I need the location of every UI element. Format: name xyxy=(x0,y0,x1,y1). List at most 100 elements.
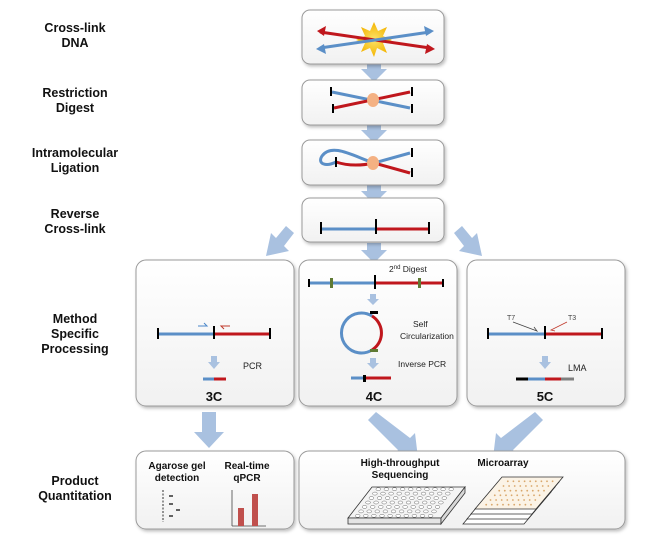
qpcr-bar-icon xyxy=(231,490,266,527)
array-spot xyxy=(510,494,513,497)
plate-well xyxy=(432,487,438,491)
plate-well xyxy=(389,500,395,505)
plate-well xyxy=(380,491,386,496)
array-spot xyxy=(547,485,550,487)
diagonal-arrow-4c xyxy=(368,412,418,458)
plate-well xyxy=(404,491,410,496)
array-spot xyxy=(516,494,519,497)
plate-well xyxy=(370,505,376,509)
array-spot xyxy=(529,480,532,483)
plate-well xyxy=(448,487,454,491)
plate-well xyxy=(423,509,429,514)
plate-well xyxy=(373,500,379,505)
plate-well xyxy=(355,514,361,518)
plate-well xyxy=(433,496,439,500)
step-label-reverse-cross-link: Reverse Cross-link xyxy=(0,207,150,237)
step-label-line: Processing xyxy=(41,342,109,356)
lma-label: LMA xyxy=(568,363,587,373)
plate-well xyxy=(366,509,372,514)
array-spot xyxy=(540,480,543,483)
plate-well xyxy=(445,491,451,496)
flow-arrows xyxy=(194,61,543,458)
array-spot xyxy=(520,489,523,492)
plate-well xyxy=(412,491,418,496)
array-spot xyxy=(512,499,514,501)
detection-label: detection xyxy=(155,473,199,484)
quant-box-4c-5c: High-throughput Sequencing Microarray xyxy=(298,450,626,530)
plate-well xyxy=(415,509,421,514)
plate-well xyxy=(428,514,434,518)
plate-well xyxy=(424,487,430,491)
microarray-slides-icon xyxy=(462,476,564,525)
array-spot xyxy=(518,480,520,483)
array-spot xyxy=(503,489,506,492)
plate-well xyxy=(395,514,401,518)
self-label: Self xyxy=(413,319,428,329)
array-spot xyxy=(546,480,548,483)
plate-well xyxy=(363,514,369,518)
step-label-line: Ligation xyxy=(50,161,100,175)
array-spot xyxy=(530,503,532,506)
diagonal-arrow-5c xyxy=(493,412,543,458)
step-label-line: Reverse xyxy=(50,207,100,221)
array-spot xyxy=(525,485,527,487)
reverse-cross-link-box xyxy=(301,197,445,243)
plate-well xyxy=(372,491,378,496)
step-label-line: Cross-link xyxy=(44,21,106,35)
plate-well xyxy=(365,500,371,505)
plate-well xyxy=(437,491,443,496)
array-spot xyxy=(517,499,520,501)
array-spot xyxy=(531,489,534,492)
array-spot xyxy=(551,480,554,483)
well-plate-icon xyxy=(347,485,466,526)
plate-well xyxy=(425,496,431,500)
circularization-label: Circularization xyxy=(400,331,454,341)
array-spot xyxy=(495,499,497,501)
step-label-line: Intramolecular xyxy=(31,146,119,160)
step-label-cross-link-dna: Cross-link DNA xyxy=(0,21,150,51)
array-spot xyxy=(534,499,537,501)
array-spot xyxy=(513,485,516,487)
array-spot xyxy=(500,499,503,501)
step-label-line: Product xyxy=(51,474,99,488)
step-label-line: Restriction xyxy=(42,86,108,100)
plate-well xyxy=(358,509,364,514)
array-spot xyxy=(502,503,504,506)
plate-well xyxy=(438,500,444,505)
plate-well xyxy=(407,509,413,514)
cross-link-box xyxy=(301,9,445,65)
panel-title-5c: 5C xyxy=(537,389,554,404)
array-spot xyxy=(515,489,517,492)
plate-well xyxy=(414,500,420,505)
array-spot xyxy=(523,480,526,483)
second-digest-label: 2nd Digest xyxy=(389,264,428,274)
plate-well xyxy=(399,509,405,514)
array-spot xyxy=(502,485,505,487)
array-spot xyxy=(496,503,499,506)
sequencing-label: Sequencing xyxy=(372,470,429,481)
plate-well xyxy=(420,491,427,496)
step-label-line: Method xyxy=(52,312,98,326)
array-spot xyxy=(526,489,529,492)
plate-well xyxy=(388,491,394,496)
plate-well xyxy=(379,514,385,518)
plate-well xyxy=(434,505,441,509)
panel-3c: PCR 3C xyxy=(135,259,295,407)
array-spot xyxy=(538,494,541,497)
plate-well xyxy=(402,505,408,509)
plate-well xyxy=(441,496,447,500)
down-arrow xyxy=(361,61,387,82)
plate-well xyxy=(401,496,407,500)
inverse-pcr-label: Inverse PCR xyxy=(398,359,446,369)
panel-4c: 2nd Digest Self Circularization Inverse … xyxy=(298,259,458,407)
plate-well xyxy=(383,487,389,491)
step-label-line: Quantitation xyxy=(38,489,112,503)
plate-well xyxy=(397,500,403,505)
plate-well xyxy=(396,491,402,496)
array-spot xyxy=(521,494,524,497)
down-arrow xyxy=(361,122,387,143)
array-spot xyxy=(508,485,510,487)
array-spot xyxy=(505,494,507,497)
plate-well xyxy=(376,496,383,500)
array-spot xyxy=(523,499,525,501)
